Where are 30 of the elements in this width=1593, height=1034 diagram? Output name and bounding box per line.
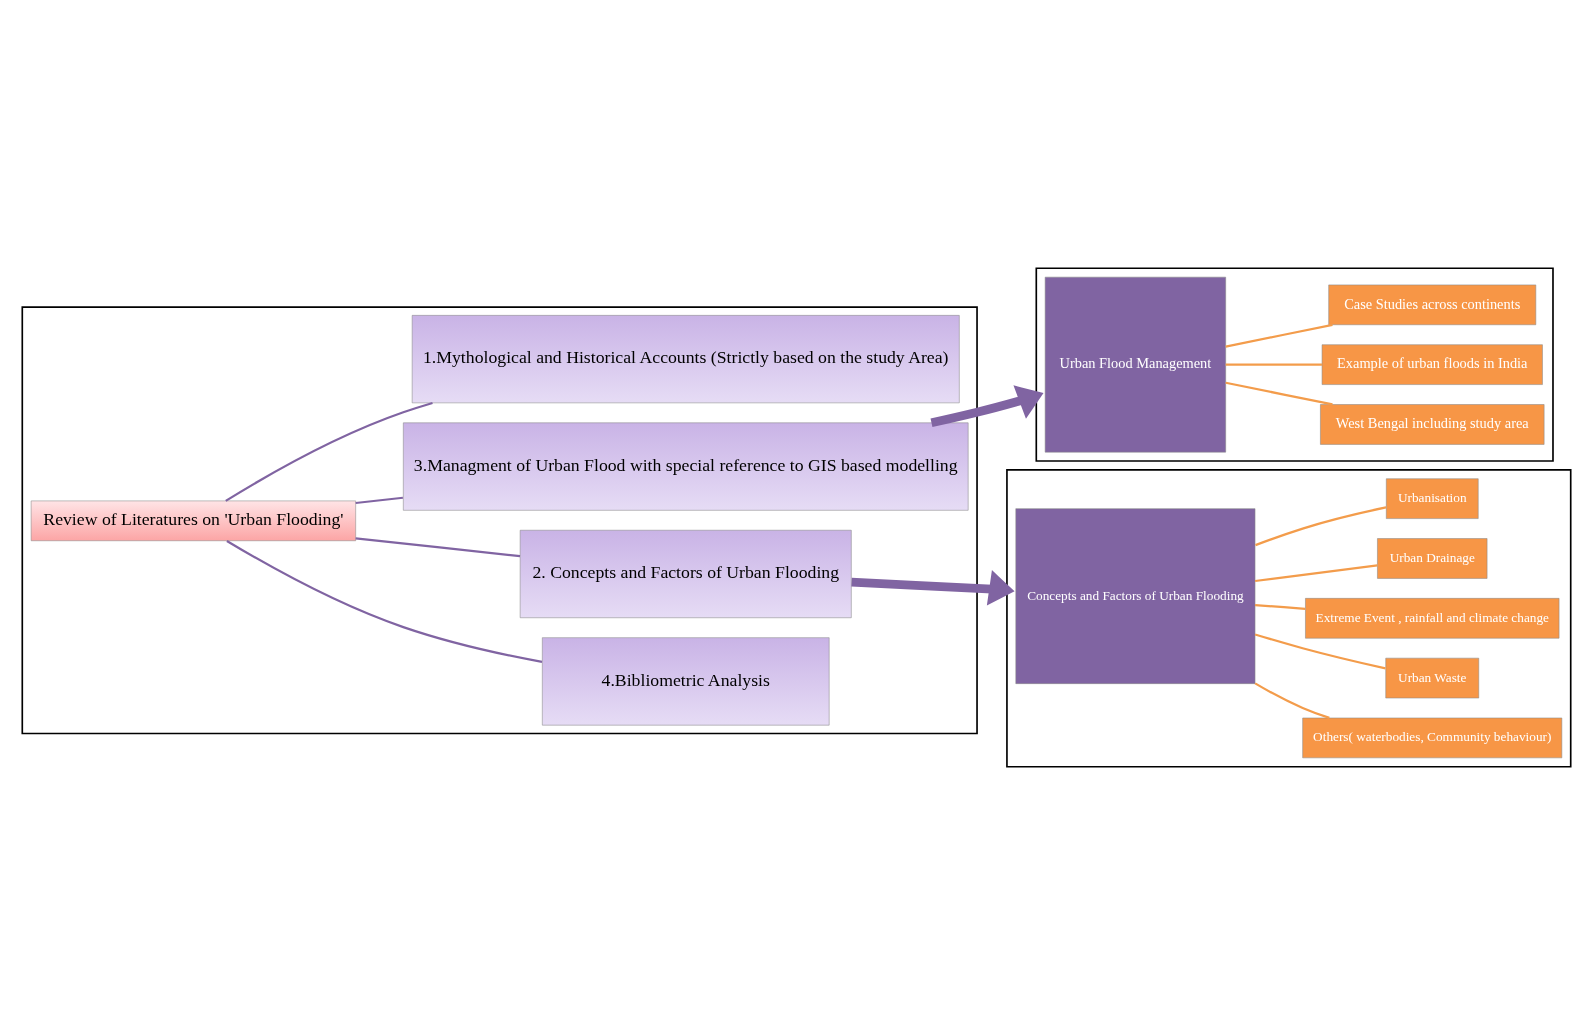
node-box: Extreme Event , rainfall and climate change	[1305, 597, 1560, 638]
cluster	[1035, 266, 1554, 462]
node-box: 1.Mythological and Historical Accounts (Strictly based on the study Area)	[411, 314, 960, 403]
arrow	[851, 569, 1015, 605]
node-box: Others( waterbodies, Community behaviour)	[1302, 717, 1563, 758]
connector	[1255, 505, 1387, 546]
node-box: Example of urban floods in India	[1321, 343, 1543, 385]
connector	[1254, 632, 1386, 669]
connector	[1254, 681, 1330, 719]
node-box: Review of Literatures on 'Urban Flooding'	[30, 500, 356, 541]
node-box: 3.Managment of Urban Flood with special reference to GIS based modelling	[403, 422, 969, 511]
connector	[1254, 563, 1378, 582]
connector	[1225, 381, 1333, 406]
cluster	[21, 305, 978, 734]
node-box: Concepts and Factors of Urban Flooding	[1015, 507, 1256, 684]
node-box: 4.Bibliometric Analysis	[542, 636, 830, 725]
connector	[226, 539, 543, 663]
connector	[1225, 323, 1333, 348]
node-box: Urban Drainage	[1377, 537, 1488, 579]
connector	[355, 536, 521, 557]
node-box: 2. Concepts and Factors of Urban Flooding	[519, 529, 852, 618]
node-box: Urban Flood Management	[1044, 276, 1226, 452]
node-box: Urbanisation	[1386, 477, 1479, 519]
node-box: Case Studies across continents	[1328, 284, 1537, 325]
connector	[1255, 603, 1306, 610]
node-box: West Bengal including study area	[1320, 403, 1545, 445]
node-box: Urban Waste	[1385, 657, 1480, 698]
connector	[355, 496, 404, 504]
cluster	[1006, 468, 1572, 768]
connector	[1225, 363, 1322, 366]
